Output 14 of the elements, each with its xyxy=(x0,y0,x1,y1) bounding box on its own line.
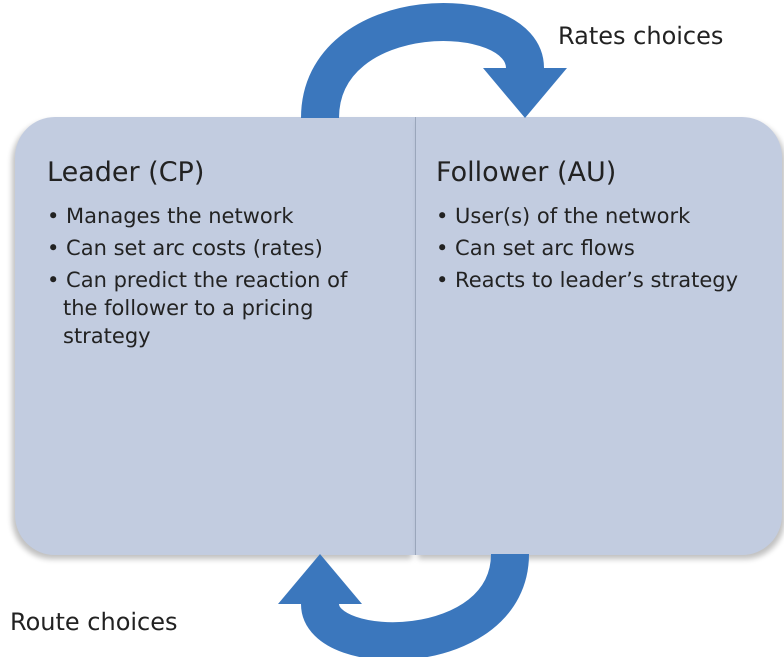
bullet-item: • Can set arc flows xyxy=(436,235,636,262)
panel-heading: Leader (CP) xyxy=(47,157,204,188)
bullet-item: • Can set arc costs (rates) xyxy=(47,235,324,262)
choice-label: Rates choices xyxy=(558,22,724,50)
panel-heading: Follower (AU) xyxy=(436,157,616,188)
curved-arrow xyxy=(280,551,529,657)
choice-label: Route choices xyxy=(10,608,178,636)
text-panel xyxy=(15,117,415,555)
bullet-item: • User(s) of the network xyxy=(436,203,692,230)
bullet-item: • Can predict the reaction of the follower to a pricing strategy xyxy=(47,267,349,350)
text-panel xyxy=(415,117,782,555)
bullet-item: • Reacts to leader’s strategy xyxy=(436,267,740,294)
bullet-item: • Manages the network xyxy=(47,203,295,230)
curved-arrow xyxy=(301,3,566,121)
